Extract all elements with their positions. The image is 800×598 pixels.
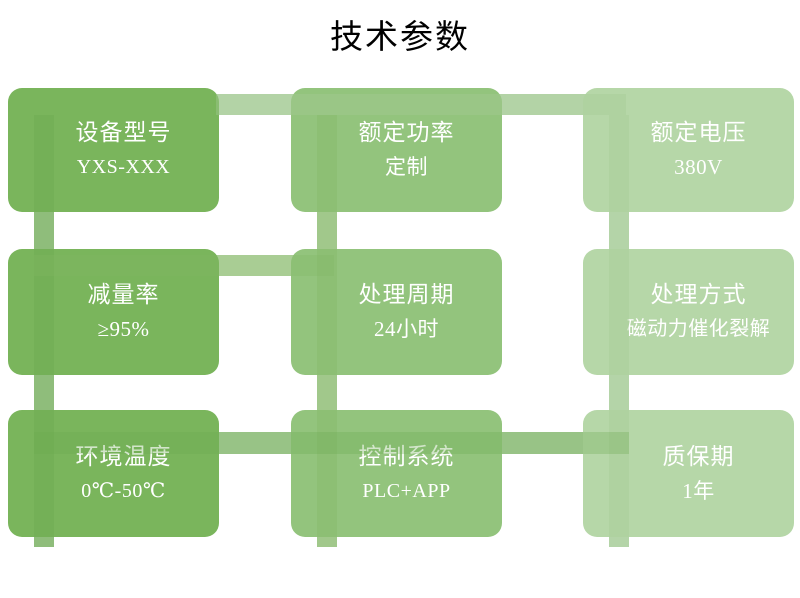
param-card-control-system[interactable]: 控制系统 PLC+APP [291, 410, 502, 537]
param-card-processing-method[interactable]: 处理方式磁动力催化裂解 [583, 249, 794, 375]
param-label: 环境温度 [75, 443, 172, 469]
param-value: 24小时 [374, 317, 439, 341]
param-card-text: 处理周期 24小时 [359, 280, 455, 344]
param-value: PLC+APP [362, 479, 451, 502]
param-value: YXS-XXX [76, 156, 171, 178]
param-label: 减量率 [87, 282, 160, 307]
connector-overlay-row3-horiz-left-mid [34, 432, 629, 454]
param-value: ≥95% [97, 317, 150, 341]
connector-overlay-col2-vert [317, 115, 337, 547]
param-card-ambient-temperature[interactable]: 环境温度 0℃-50℃ [8, 410, 219, 537]
param-label: 处理周期 [358, 282, 455, 307]
param-card-text: 额定功率定制 [359, 118, 455, 182]
param-value: 定制 [385, 155, 428, 179]
param-card-rated-voltage[interactable]: 额定电压 380V [583, 88, 794, 212]
param-card-rated-power[interactable]: 额定功率定制 [291, 88, 502, 212]
param-card-device-model[interactable]: 设备型号 YXS-XXX [8, 88, 219, 212]
param-label: 控制系统 [358, 443, 455, 469]
param-value: 磁动力催化裂解 [626, 318, 771, 340]
param-card-processing-cycle[interactable]: 处理周期 24小时 [291, 249, 502, 375]
param-label: 额定功率 [358, 120, 455, 145]
param-card-text: 质保期 1年 [663, 442, 735, 506]
param-card-text: 处理方式磁动力催化裂解 [627, 280, 771, 344]
param-label: 处理方式 [650, 282, 747, 307]
param-card-text: 减量率 ≥95% [88, 280, 160, 344]
connector-overlay-row1-horiz-mid-right [216, 94, 626, 115]
param-card-reduction-rate[interactable]: 减量率 ≥95% [8, 249, 219, 375]
connector-overlay-col3-vert [609, 115, 629, 547]
param-label: 质保期 [662, 443, 735, 469]
param-label: 额定电压 [650, 120, 747, 145]
param-card-text: 控制系统 PLC+APP [359, 442, 455, 506]
param-label: 设备型号 [75, 120, 172, 145]
param-card-text: 环境温度 0℃-50℃ [76, 442, 172, 506]
page-title: 技术参数 [330, 20, 470, 56]
param-value: 1年 [682, 478, 715, 503]
param-card-text: 设备型号 YXS-XXX [76, 118, 172, 182]
param-value: 380V [674, 155, 723, 179]
param-card-text: 额定电压 380V [651, 118, 747, 182]
connector-overlay-row2-horiz-left-mid [34, 255, 334, 276]
param-value: 0℃-50℃ [81, 479, 166, 502]
connector-overlay-col1-vert [34, 115, 54, 547]
param-card-warranty-period[interactable]: 质保期 1年 [583, 410, 794, 537]
